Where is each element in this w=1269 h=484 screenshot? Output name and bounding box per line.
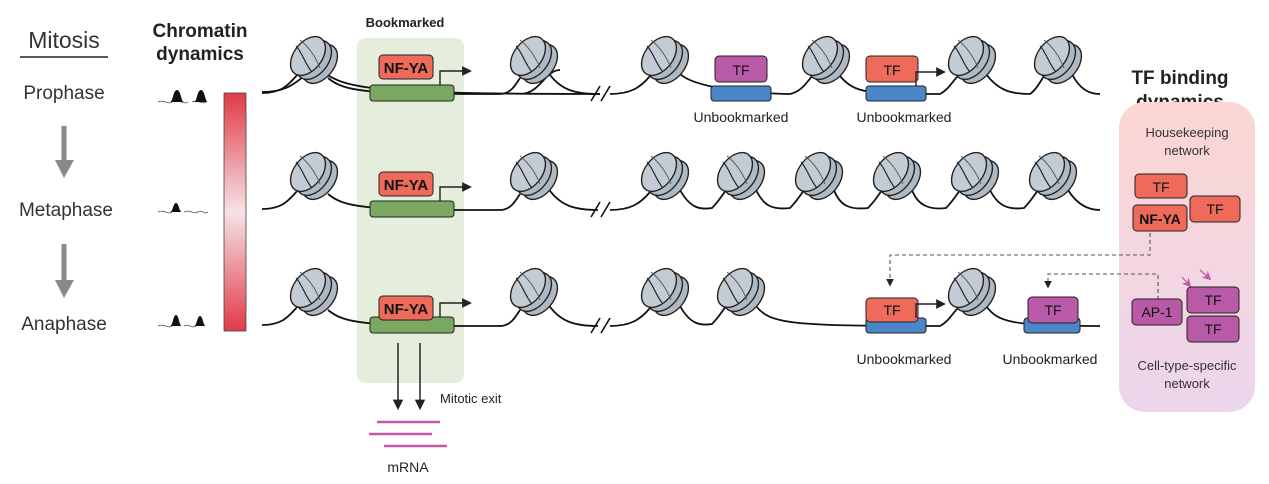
pink-arrow-icon [1181, 276, 1192, 288]
cts-factor: AP-1 [1141, 304, 1172, 320]
cts-factor: TF [1204, 292, 1221, 308]
nucleosome-icon [1026, 29, 1090, 91]
tf-label: TF [883, 302, 900, 318]
housekeeping-factor: TF [1152, 179, 1169, 195]
cts-factor: TF [1204, 321, 1221, 337]
pink-arrow-icon [1199, 269, 1212, 281]
bookmarked-label: Bookmarked [366, 15, 445, 30]
unbookmarked-label: Unbookmarked [694, 109, 789, 125]
bookmarked-gene-anaphase: NF-YA [369, 295, 472, 334]
nfya-label: NF-YA [384, 301, 429, 318]
break-mark-3 [590, 317, 611, 334]
phase-arrow-1 [55, 126, 74, 178]
mitosis-title: Mitosis [28, 27, 100, 53]
peak-glyph-anaphase [157, 315, 206, 328]
bookmarked-gene-metaphase: NF-YA [369, 171, 472, 218]
housekeeping-network: TF NF-YA TF [1132, 173, 1241, 232]
unbookmarked-label: Unbookmarked [857, 351, 952, 367]
nucleosome-icon [1021, 145, 1085, 207]
unbookmarked-gene-anaphase-1: TF Unbookmarked [857, 297, 952, 367]
nucleosome-icon [943, 145, 1007, 207]
tf-panel-title-line1: TF binding [1131, 68, 1228, 89]
cts-label-line2: network [1164, 376, 1210, 391]
phase-metaphase: Metaphase [19, 200, 113, 221]
nucleosome-icon [794, 29, 858, 91]
nucleosome-icon [633, 261, 697, 323]
unbookmarked-label: Unbookmarked [1003, 351, 1098, 367]
nucleosome-icon [633, 145, 697, 207]
peak-glyph-prophase [157, 90, 208, 104]
nucleosome-icon [633, 29, 697, 91]
mrna-lines [369, 420, 447, 448]
chromatin-gradient-bar [223, 92, 247, 332]
nfya-label: NF-YA [384, 60, 429, 77]
dashed-link-cell-type [1044, 273, 1159, 300]
housekeeping-label-line2: network [1164, 143, 1210, 158]
break-mark-2 [590, 201, 611, 218]
dashed-link-housekeeping [886, 233, 1151, 287]
phase-arrow-2 [55, 244, 74, 298]
unbookmarked-gene-anaphase-2: TF Unbookmarked [1003, 296, 1098, 367]
housekeeping-factor: NF-YA [1139, 211, 1181, 227]
housekeeping-factor: TF [1206, 201, 1223, 217]
nfya-label: NF-YA [384, 177, 429, 194]
tf-label: TF [1044, 302, 1061, 318]
nucleosome-icon [865, 145, 929, 207]
chromatin-title-line2: dynamics [156, 44, 244, 65]
unbookmarked-gene-prophase-1: TF Unbookmarked [694, 55, 789, 125]
housekeeping-label-line1: Housekeeping [1145, 125, 1228, 140]
unbookmarked-gene-prophase-2: TF Unbookmarked [857, 55, 952, 125]
cts-label-line1: Cell-type-specific [1138, 358, 1237, 373]
chromatin-title-line1: Chromatin [153, 21, 248, 42]
unbookmarked-label: Unbookmarked [857, 109, 952, 125]
nucleosome-icon [940, 29, 1004, 91]
break-mark-1 [590, 85, 611, 102]
phase-anaphase: Anaphase [21, 314, 107, 335]
mrna-label: mRNA [387, 459, 429, 475]
phase-prophase: Prophase [23, 83, 104, 104]
peak-glyph-metaphase [157, 203, 209, 214]
mitotic-exit-label: Mitotic exit [440, 391, 502, 406]
nucleosome-icon [709, 145, 773, 207]
tf-label: TF [883, 62, 900, 78]
bookmarked-gene-prophase: NF-YA [369, 54, 472, 102]
nucleosome-icon [787, 145, 851, 207]
cell-type-specific-network: AP-1 TF TF [1131, 269, 1240, 343]
tf-label: TF [732, 62, 749, 78]
